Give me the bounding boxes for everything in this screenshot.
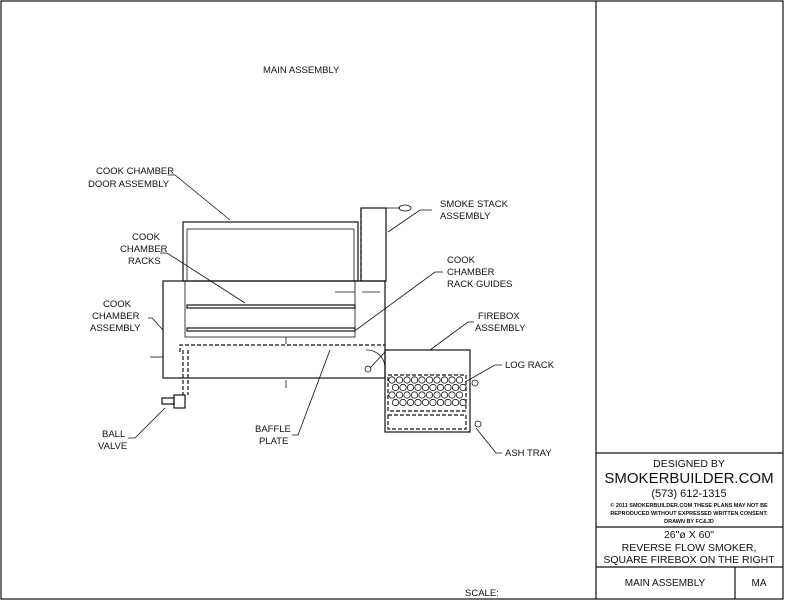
label-cook-chamber: COOK — [103, 299, 132, 310]
mesh-cell — [421, 383, 430, 392]
label-rack-guides: RACK GUIDES — [447, 279, 512, 290]
rack-upper — [186, 304, 356, 309]
phone: (573) 612-1315 — [651, 488, 726, 500]
label-door-assembly: DOOR ASSEMBLY — [88, 179, 170, 190]
log-rack — [387, 374, 467, 412]
copyright-line: © 2011 SMOKERBUILDER.COM THESE PLANS MAY… — [610, 502, 768, 509]
mesh-cell — [403, 391, 411, 399]
mesh-cell — [429, 398, 437, 407]
mesh-cell — [429, 383, 437, 392]
label-log-rack: LOG RACK — [505, 360, 555, 371]
mesh-cell — [388, 376, 396, 384]
sheet-code: MA — [752, 578, 767, 589]
mesh-cell — [448, 376, 456, 384]
mesh-cell — [399, 398, 407, 407]
mesh-cell — [395, 391, 404, 399]
label-baffle-plate: BAFFLE — [255, 424, 291, 435]
baffle-plate — [179, 344, 385, 352]
label-cook-chamber: CHAMBER — [92, 311, 140, 322]
mesh-cell — [391, 398, 400, 407]
designed-by: DESIGNED BY — [653, 458, 725, 470]
rack-lower — [186, 327, 356, 332]
label-ball-valve: BALL — [102, 429, 125, 440]
label-racks: CHAMBER — [120, 244, 168, 255]
mesh-cell — [455, 376, 464, 384]
label-smoke-stack: ASSEMBLY — [440, 211, 491, 222]
description-line: SQUARE FIREBOX ON THE RIGHT — [603, 554, 775, 566]
mesh-cell — [391, 383, 400, 392]
label-cook-chamber: ASSEMBLY — [90, 323, 141, 334]
mesh-cell — [414, 383, 422, 392]
label-rack-guides: COOK — [447, 255, 476, 266]
title-block: DESIGNED BY SMOKERBUILDER.COM (573) 612-… — [603, 458, 775, 589]
label-firebox: ASSEMBLY — [475, 323, 526, 334]
label-ash-tray: ASH TRAY — [505, 448, 552, 459]
label-racks: RACKS — [128, 256, 161, 267]
mesh-cell — [451, 383, 460, 392]
label-firebox: FIREBOX — [478, 311, 520, 322]
mesh-cell — [440, 376, 449, 384]
mesh-cell — [444, 398, 452, 407]
label-racks: COOK — [132, 232, 161, 243]
label-ball-valve: VALVE — [98, 441, 127, 452]
mesh-cell — [425, 376, 434, 384]
sheet-name: MAIN ASSEMBLY — [625, 578, 706, 589]
label-door-assembly: COOK CHAMBER — [96, 166, 174, 177]
mesh-cell — [418, 376, 426, 384]
mesh-cell — [448, 391, 456, 399]
firebox — [384, 349, 482, 433]
mesh-cell — [433, 376, 441, 384]
label-rack-guides: CHAMBER — [447, 267, 495, 278]
mesh-cell — [425, 391, 434, 399]
label-smoke-stack: SMOKE STACK — [440, 199, 509, 210]
description-line: REVERSE FLOW SMOKER, — [622, 542, 757, 554]
mesh-cell — [388, 391, 396, 399]
label-baffle-plate: PLATE — [259, 436, 288, 447]
drawn-by: DRAWN BY FC&JD — [664, 519, 714, 525]
mesh-cell — [414, 398, 422, 407]
leader-lines — [128, 174, 502, 454]
ash-tray — [387, 414, 467, 430]
mesh-cell — [440, 391, 449, 399]
mesh-cell — [436, 398, 445, 407]
mesh-cell — [459, 383, 467, 392]
drawing-title: MAIN ASSEMBLY — [263, 65, 340, 76]
cook-chamber — [150, 280, 386, 395]
mesh-cell — [406, 398, 415, 407]
mesh-cell — [436, 383, 445, 392]
company-name: SMOKERBUILDER.COM — [604, 470, 773, 487]
mesh-cell — [418, 391, 426, 399]
cook-chamber-door — [182, 221, 359, 282]
mesh-cell — [399, 383, 407, 392]
mesh-cell — [406, 383, 415, 392]
mesh-cell — [403, 376, 411, 384]
mesh-cell — [451, 398, 460, 407]
callout-labels: COOK CHAMBER DOOR ASSEMBLY SMOKE STACK A… — [88, 166, 555, 599]
mesh-cell — [444, 383, 452, 392]
mesh-cell — [421, 398, 430, 407]
mesh-cell — [433, 391, 441, 399]
mesh-cell — [455, 391, 464, 399]
smoke-stack — [360, 204, 412, 282]
mesh-cell — [410, 376, 419, 384]
copyright-line: REPRODUCED WITHOUT EXPRESSED WRITTEN CON… — [610, 511, 768, 517]
size-spec: 26"ø X 60" — [664, 529, 714, 541]
mesh-cell — [395, 376, 404, 384]
mesh-cell — [410, 391, 419, 399]
mesh-cell — [459, 398, 467, 407]
ball-valve — [161, 394, 186, 409]
scale-label: SCALE: — [465, 588, 499, 599]
